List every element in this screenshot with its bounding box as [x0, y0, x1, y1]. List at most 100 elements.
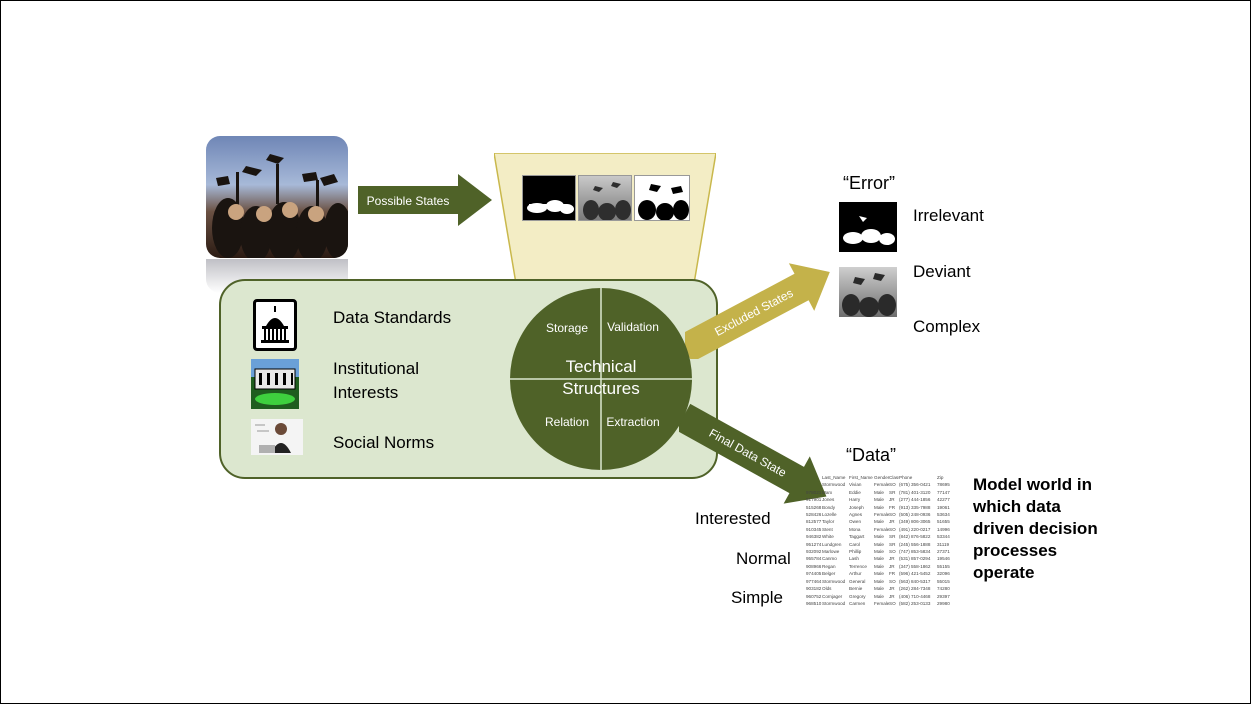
table-cell: Male: [874, 556, 884, 562]
table-cell: Stent: [822, 526, 833, 532]
circle-title-line1: Technical: [566, 357, 637, 376]
table-cell: Male: [874, 497, 884, 503]
table-cell: 955784: [806, 556, 822, 562]
table-cell: 51655: [937, 519, 950, 525]
institution-building-icon: [251, 359, 299, 409]
irrelevant-thumbnail: [839, 202, 897, 252]
table-cell: FR: [889, 571, 896, 577]
table-cell: Eddie: [849, 489, 861, 495]
table-cell: Stormwood: [822, 578, 846, 584]
complex-state-thumbnail: [578, 175, 632, 221]
table-cell: 19061: [937, 504, 950, 510]
table-cell: Belger: [822, 571, 836, 577]
table-cell: JR: [889, 586, 895, 592]
table-cell: Male: [874, 571, 884, 577]
table-cell: Female: [874, 600, 889, 606]
table-cell: (781) 401-3120: [899, 489, 931, 495]
table-cell: (505) 248-0936: [899, 512, 931, 518]
table-cell: Male: [874, 563, 884, 569]
table-cell: Lash: [849, 556, 859, 562]
model-world-caption: Model world in which data driven decisio…: [973, 475, 1098, 582]
table-cell: Male: [874, 489, 884, 495]
table-cell: 951274: [806, 541, 822, 547]
simple-label: Simple: [731, 588, 783, 607]
table-cell: [806, 481, 822, 488]
table-cell: 968510: [806, 600, 822, 606]
table-cell: 910345: [806, 526, 822, 532]
table-cell: SO: [889, 549, 896, 555]
table-cell: JR: [889, 556, 895, 562]
final-data-state-arrow: Final Data State: [679, 403, 827, 504]
table-cell: Jones: [822, 497, 835, 503]
table-cell: Male: [874, 519, 884, 525]
table-cell: Taggart: [849, 534, 865, 540]
table-cell: Mona: [849, 526, 861, 532]
error-heading: “Error”: [843, 173, 895, 193]
validation-quadrant: Validation: [607, 320, 659, 334]
data-standards-label: Data Standards: [333, 308, 452, 327]
table-cell: 14996: [937, 526, 950, 532]
table-cell: 74280: [937, 586, 950, 592]
table-cell: (262) 284-7348: [899, 586, 931, 592]
table-cell: Agnes: [849, 512, 863, 518]
table-cell: Regan: [822, 563, 836, 569]
table-cell: Owen: [849, 519, 862, 525]
table-cell: Male: [874, 504, 884, 510]
table-cell: White: [822, 534, 834, 540]
table-cell: Harry: [849, 497, 861, 503]
table-cell: (582) 253-0133: [899, 600, 931, 606]
graduates-silhouettes: [212, 154, 348, 258]
excluded-states-arrow: Excluded States: [685, 263, 830, 359]
table-cell: 528426: [806, 512, 822, 518]
table-cell: 812577: [806, 519, 822, 525]
table-cell: (747) 853-5834: [899, 549, 931, 555]
table-cell: JR: [889, 497, 895, 503]
table-cell: Cornjager: [822, 593, 843, 599]
table-cell: (245) 556-1888: [899, 541, 931, 547]
table-cell: Arthur: [849, 571, 862, 577]
possible-states-label: Possible States: [367, 194, 450, 208]
table-cell: SO: [889, 600, 896, 606]
table-cell: (913) 335-7988: [899, 504, 931, 510]
table-cell: Male: [874, 586, 884, 592]
student-data-table: Last_Name First_Name Gender Class Phone …: [806, 474, 966, 609]
table-cell: SR: [889, 534, 896, 540]
table-cell: (491) 220-0217: [899, 526, 931, 532]
deviant-label: Deviant: [913, 262, 971, 281]
table-cell: (531) 857-0294: [899, 556, 931, 562]
normal-label: Normal: [736, 549, 791, 568]
table-cell: 31119: [937, 541, 950, 547]
table-cell: (406) 710-4468: [899, 593, 931, 599]
table-cell: Joseph: [849, 504, 864, 510]
extraction-quadrant: Extraction: [606, 415, 659, 429]
irrelevant-label: Irrelevant: [913, 206, 984, 225]
table-cell: Female: [874, 482, 889, 488]
table-cell: Gregory: [849, 593, 866, 599]
table-cell: 78695: [937, 482, 950, 488]
table-cell: (277) 444-1856: [899, 497, 931, 503]
table-cell: FR: [889, 504, 896, 510]
storage-quadrant: Storage: [546, 321, 588, 335]
table-cell: Bondy: [822, 504, 836, 510]
table-cell: JR: [889, 519, 895, 525]
table-cell: 978021: [806, 489, 822, 495]
table-cell: Canmo: [822, 556, 837, 562]
table-cell: 77147: [937, 489, 950, 495]
table-cell: Male: [874, 578, 884, 584]
table-cell: (842) 876-5822: [899, 534, 931, 540]
table-cell: 27371: [937, 549, 950, 555]
table-cell: 932092: [806, 549, 822, 555]
person-at-desk-icon: [251, 419, 303, 455]
table-cell: General: [849, 578, 866, 584]
table-cell: (596) 421-5452: [899, 571, 931, 577]
interested-label: Interested: [695, 509, 771, 528]
